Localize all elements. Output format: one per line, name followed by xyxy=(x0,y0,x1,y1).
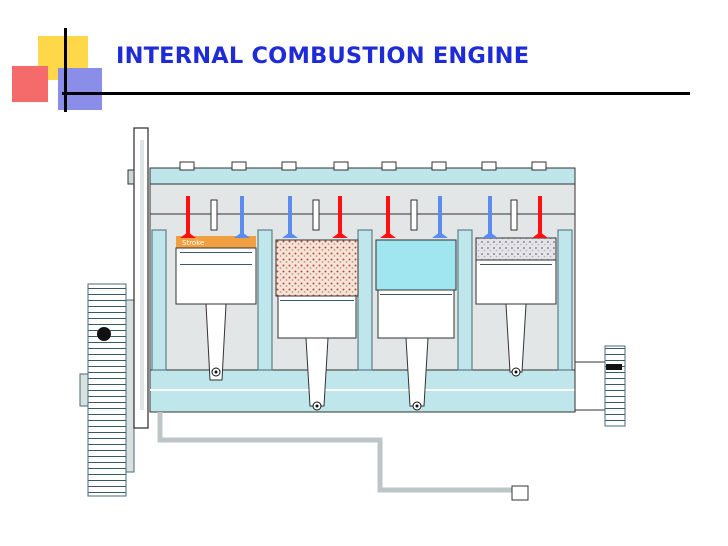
crankshaft-pulley xyxy=(574,345,626,427)
cylinder-4 xyxy=(475,237,557,377)
stroke-label: Stroke xyxy=(182,239,204,247)
timing-shaft xyxy=(127,127,149,429)
deco-square-red xyxy=(12,66,48,102)
oil-line xyxy=(157,412,520,493)
oil-filter xyxy=(511,485,529,501)
deco-vertical-line xyxy=(64,28,67,112)
valves xyxy=(180,196,548,238)
cylinder-1: Stroke xyxy=(175,236,257,381)
cylinder-3 xyxy=(375,239,457,411)
engine-diagram: Stroke xyxy=(79,127,626,501)
flywheel xyxy=(79,283,135,497)
spark-plugs xyxy=(210,199,518,231)
title-underline xyxy=(62,92,690,95)
slide-title: INTERNAL COMBUSTION ENGINE xyxy=(116,43,530,69)
cylinder-2 xyxy=(275,239,359,411)
